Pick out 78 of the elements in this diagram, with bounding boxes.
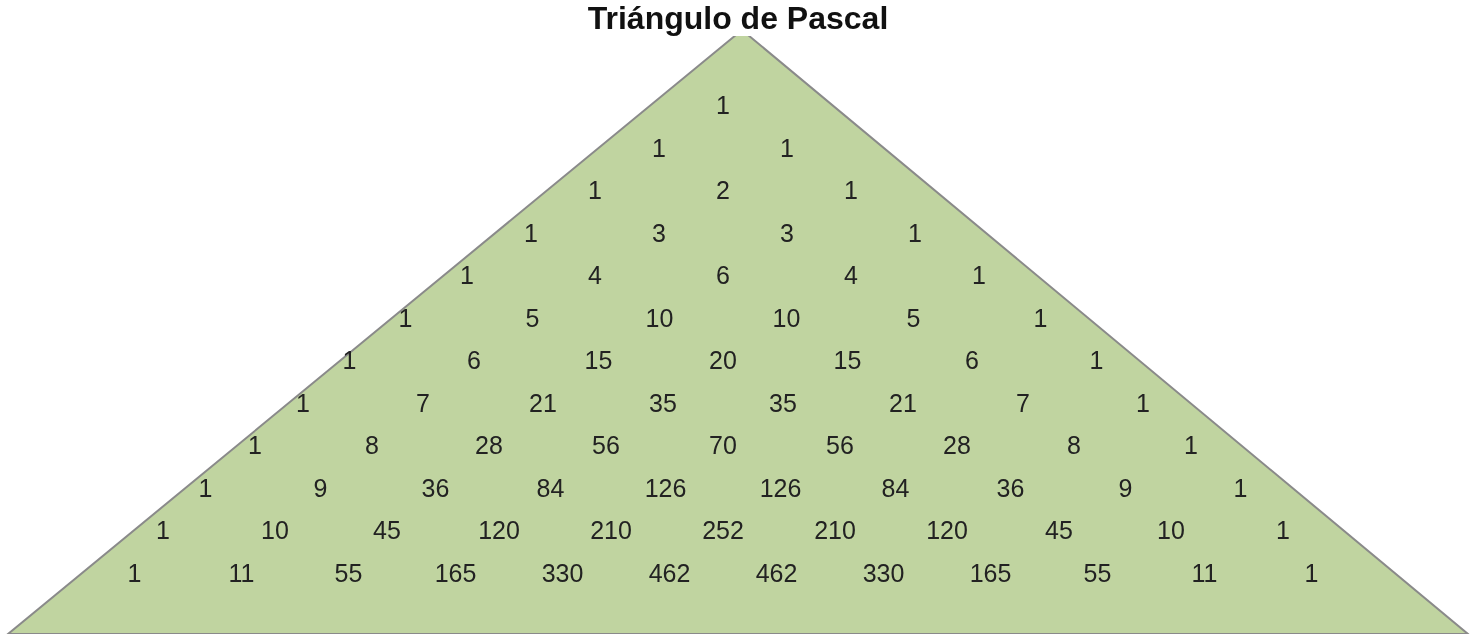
number: 84 xyxy=(881,473,910,502)
number: 120 xyxy=(926,515,968,545)
number: 252 xyxy=(702,515,744,545)
number: 165 xyxy=(434,558,477,587)
number: 1 xyxy=(524,218,538,247)
number: 1 xyxy=(780,133,794,162)
number: 1 xyxy=(844,175,858,205)
number: 210 xyxy=(590,515,632,545)
number: 1 xyxy=(342,345,357,375)
number: 5 xyxy=(906,303,921,332)
number: 1 xyxy=(972,260,986,290)
number: 10 xyxy=(1157,515,1185,545)
number: 8 xyxy=(365,430,379,460)
number: 462 xyxy=(755,558,798,587)
number: 7 xyxy=(416,388,430,417)
number: 4 xyxy=(588,260,602,290)
number: 2 xyxy=(716,175,730,205)
number: 28 xyxy=(943,430,971,460)
number: 56 xyxy=(592,430,620,460)
number: 1 xyxy=(156,515,170,545)
number: 45 xyxy=(1045,515,1073,545)
number: 1 xyxy=(460,260,474,290)
number: 11 xyxy=(1191,558,1218,587)
number: 1 xyxy=(1276,515,1290,545)
number: 70 xyxy=(709,430,737,460)
number: 126 xyxy=(759,473,802,502)
number: 15 xyxy=(833,345,862,375)
number: 36 xyxy=(996,473,1025,502)
number: 15 xyxy=(584,345,613,375)
number: 35 xyxy=(769,388,797,417)
number: 9 xyxy=(313,473,328,502)
number: 6 xyxy=(716,260,730,290)
number: 55 xyxy=(1083,558,1112,587)
number: 56 xyxy=(826,430,854,460)
number: 8 xyxy=(1067,430,1081,460)
number: 126 xyxy=(644,473,687,502)
number: 1 xyxy=(1136,388,1150,417)
number: 1 xyxy=(296,388,310,417)
number: 1 xyxy=(1089,345,1104,375)
number: 1 xyxy=(588,175,602,205)
number: 10 xyxy=(645,303,674,332)
number: 1 xyxy=(652,133,666,162)
number: 10 xyxy=(772,303,801,332)
number: 1 xyxy=(908,218,922,247)
number: 35 xyxy=(649,388,677,417)
number: 28 xyxy=(475,430,503,460)
number: 45 xyxy=(373,515,401,545)
number: 84 xyxy=(536,473,565,502)
number: 20 xyxy=(709,345,737,375)
number: 11 xyxy=(228,558,255,587)
number: 462 xyxy=(648,558,691,587)
number: 6 xyxy=(467,345,481,375)
number: 1 xyxy=(1233,473,1248,502)
number: 5 xyxy=(525,303,540,332)
number: 1 xyxy=(398,303,413,332)
number: 4 xyxy=(844,260,858,290)
number: 7 xyxy=(1016,388,1030,417)
number: 1 xyxy=(1304,558,1319,587)
number: 165 xyxy=(969,558,1012,587)
number: 36 xyxy=(421,473,450,502)
number: 55 xyxy=(334,558,363,587)
number: 330 xyxy=(862,558,905,587)
number: 3 xyxy=(652,218,666,247)
number: 6 xyxy=(965,345,979,375)
number: 1 xyxy=(248,430,262,460)
number: 1 xyxy=(198,473,213,502)
number: 1 xyxy=(716,90,730,120)
number: 10 xyxy=(261,515,289,545)
number: 21 xyxy=(889,388,917,417)
number: 210 xyxy=(814,515,856,545)
number: 1 xyxy=(1184,430,1198,460)
number: 120 xyxy=(478,515,520,545)
number: 1 xyxy=(127,558,142,587)
number: 21 xyxy=(529,388,557,417)
number: 3 xyxy=(780,218,794,247)
number: 330 xyxy=(541,558,584,587)
number: 9 xyxy=(1118,473,1133,502)
number: 1 xyxy=(1033,303,1048,332)
